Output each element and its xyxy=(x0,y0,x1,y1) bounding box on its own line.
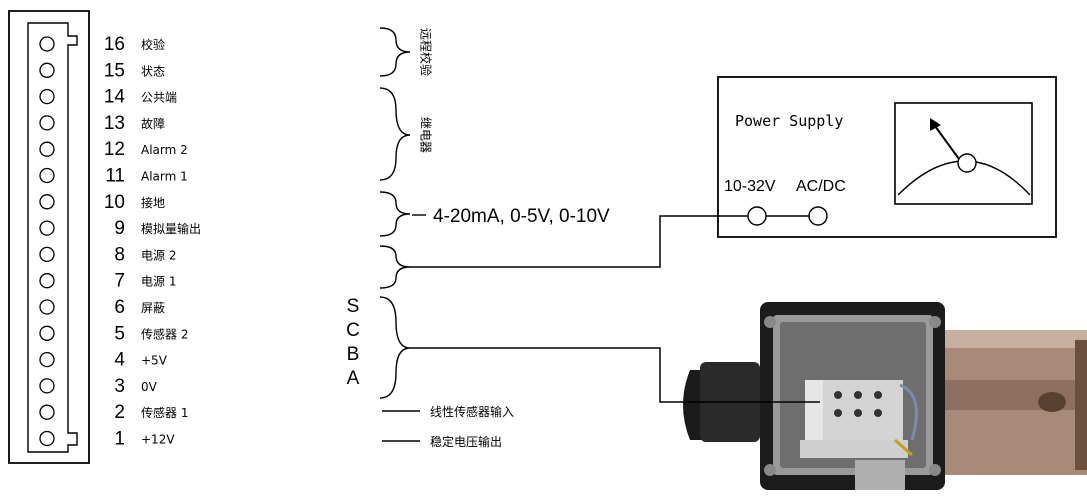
sensor-letter-B: B xyxy=(347,344,360,365)
power-supply-voltage: 10-32V xyxy=(724,178,776,195)
pin-label: 模拟量输出 xyxy=(141,221,201,236)
pin-number: 10 xyxy=(104,192,125,213)
sensor-housing xyxy=(683,302,1087,490)
brace-remote-check xyxy=(379,27,411,77)
pin-label: 公共端 xyxy=(141,91,177,105)
meter-needle-tip xyxy=(930,118,941,131)
pin-number: 5 xyxy=(114,323,125,344)
analog-output-label: 4-20mA, 0-5V, 0-10V xyxy=(433,206,610,227)
pin-label: +12V xyxy=(141,433,175,447)
terminal-pin-6 xyxy=(39,299,55,315)
terminal-pin-7 xyxy=(39,273,55,289)
pin-number: 8 xyxy=(114,244,125,265)
pin-number: 9 xyxy=(114,218,125,239)
power-wire xyxy=(410,215,748,268)
pin-label: +5V xyxy=(141,354,168,368)
terminal-pin-1 xyxy=(39,430,55,447)
pin-label: 电源 1 xyxy=(141,275,176,289)
pin-number: 3 xyxy=(114,376,125,397)
pin-number: 14 xyxy=(104,87,126,108)
terminal-block-inner xyxy=(27,22,78,453)
pin-label: 传感器 2 xyxy=(141,326,188,341)
pin-label: 状态 xyxy=(141,64,165,78)
sensor-wire xyxy=(410,347,820,403)
pin-number: 4 xyxy=(114,350,125,371)
pin-circles xyxy=(39,36,55,447)
power-supply-type: AC/DC xyxy=(796,178,846,195)
pin-label: 故障 xyxy=(141,116,165,131)
pin-number: 15 xyxy=(104,60,125,81)
terminal-pin-15 xyxy=(39,62,55,78)
pin-label: 校验 xyxy=(141,37,165,52)
pin-label: 屏蔽 xyxy=(141,301,165,315)
supply-terminal-right xyxy=(808,206,828,226)
pin-label: 电源 2 xyxy=(141,248,176,262)
terminal-pin-14 xyxy=(39,88,55,105)
pin-label: 0V xyxy=(141,380,158,394)
remote-check-label: 远程校验 xyxy=(419,28,434,76)
terminal-pin-10 xyxy=(39,194,55,210)
pin-label: Alarm 1 xyxy=(141,170,188,184)
brace-relay xyxy=(379,87,411,181)
terminal-pin-9 xyxy=(39,220,55,236)
meter-pivot xyxy=(957,153,977,173)
terminal-pin-11 xyxy=(39,167,55,184)
terminal-block-outline xyxy=(8,10,90,464)
meter-box xyxy=(894,102,1033,205)
pin-number: 7 xyxy=(114,271,125,292)
terminal-pin-3 xyxy=(39,378,55,394)
sensor-letter-S: S xyxy=(347,296,360,317)
pin-label: 接地 xyxy=(141,195,165,210)
linear-input-label: 线性传感器输入 xyxy=(430,404,514,419)
pin-number: 12 xyxy=(104,139,125,160)
pin-number: 2 xyxy=(114,402,125,423)
sensor-letter-C: C xyxy=(346,320,360,341)
pin-number: 1 xyxy=(114,429,125,450)
power-supply-title: Power Supply xyxy=(735,112,843,130)
pin-number: 13 xyxy=(104,113,125,134)
supply-terminal-left xyxy=(747,206,767,226)
brace-analog-output xyxy=(379,191,411,237)
terminal-pin-16 xyxy=(39,36,55,52)
meter-needle xyxy=(934,125,960,160)
pin-label: Alarm 2 xyxy=(141,143,188,157)
sensor-letter-A: A xyxy=(347,368,360,389)
relay-label: 继电器 xyxy=(419,117,433,153)
pin-number: 11 xyxy=(105,166,125,187)
pin-label: 传感器 1 xyxy=(141,405,188,420)
brace-sensor xyxy=(379,296,411,399)
pin-number: 16 xyxy=(104,34,125,55)
terminal-pin-13 xyxy=(39,115,55,131)
terminal-pin-2 xyxy=(39,404,55,420)
brace-power xyxy=(379,245,411,289)
terminal-pin-8 xyxy=(39,246,55,263)
terminal-pin-12 xyxy=(39,141,55,157)
pin-number: 6 xyxy=(114,297,125,318)
regulated-output-label: 稳定电压输出 xyxy=(430,434,502,449)
terminal-pin-5 xyxy=(39,325,55,341)
power-supply-box xyxy=(717,76,1057,238)
terminal-pin-4 xyxy=(39,351,55,368)
